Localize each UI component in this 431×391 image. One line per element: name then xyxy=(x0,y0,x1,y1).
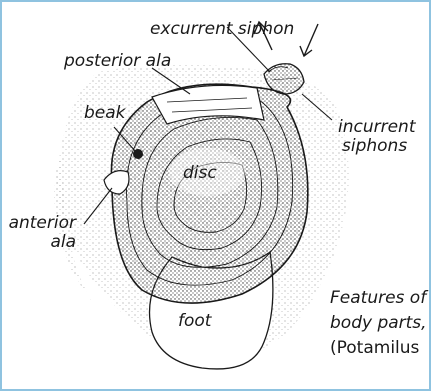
label-foot: foot xyxy=(178,312,211,331)
label-incurrent-line1: incurrent xyxy=(338,118,416,137)
label-beak: beak xyxy=(84,104,126,123)
label-anterior-line2: ala xyxy=(8,233,76,252)
label-anterior-ala: anterior ala xyxy=(8,214,76,252)
caption-line3: (Potamilus xyxy=(330,336,427,361)
label-posterior-ala: posterior ala xyxy=(64,52,171,71)
figure-caption: Features of body parts, (Potamilus xyxy=(330,286,427,361)
shell xyxy=(104,84,308,303)
label-anterior-line1: anterior xyxy=(8,214,76,233)
caption-line1: Features of xyxy=(330,286,427,311)
label-excurrent-siphon: excurrent siphon xyxy=(150,20,294,39)
label-disc: disc xyxy=(183,164,217,183)
label-incurrent-siphons: incurrent siphons xyxy=(338,118,416,156)
label-incurrent-line2: siphons xyxy=(338,137,416,156)
caption-line2: body parts, xyxy=(330,311,427,336)
